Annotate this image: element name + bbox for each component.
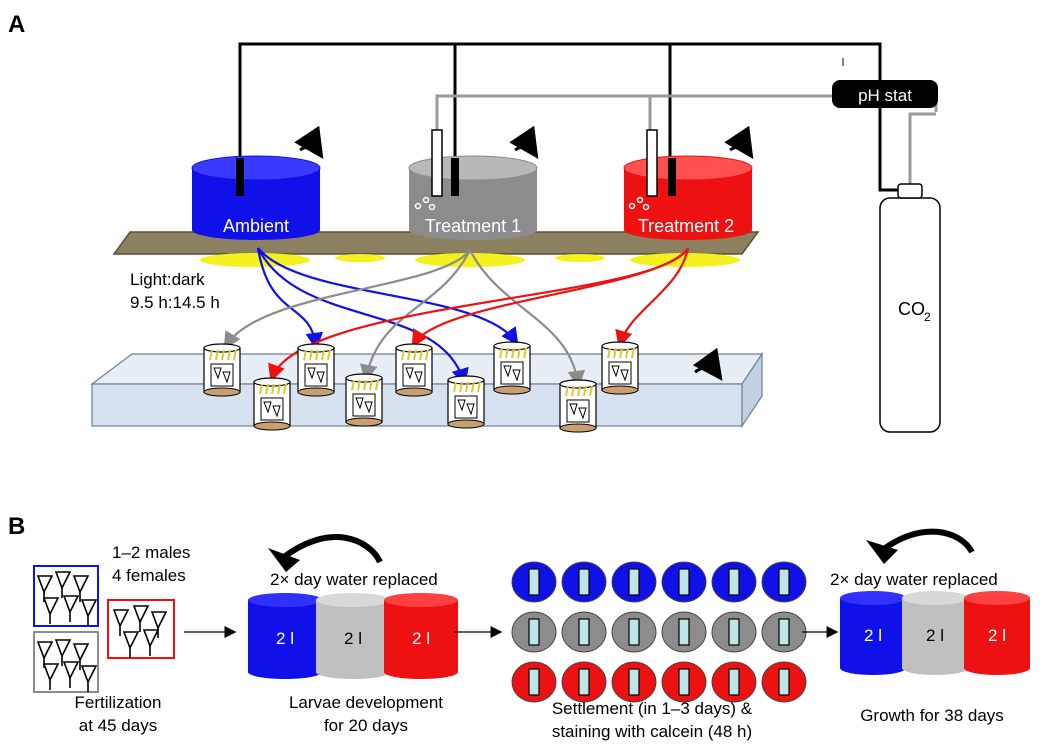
urchin-icon [112,609,130,628]
urchin-icon [36,575,54,594]
settlement-dish [661,561,707,603]
settlement-dish [611,661,657,703]
aquarium-tank: 2 l [902,591,968,675]
aquarium-tank: 2 l [964,591,1030,675]
urchin-icon [72,575,90,594]
settlement-dish [711,611,757,653]
culture-beaker [253,377,291,431]
ph-stat-wiring [238,42,900,192]
settlement-dish [711,661,757,703]
larvae-line2: for 20 days [324,716,408,735]
fertilization-line2: at 45 days [79,716,157,735]
urchin-icon [132,605,150,624]
settlement-dish [511,561,557,603]
settlement-line2: staining with calcein (48 h) [552,722,752,741]
urchin-icon [72,643,90,662]
light-glow [200,253,740,267]
co2-subscript: 2 [924,310,931,324]
water-replaced-label-1: 2× day water replaced [270,570,438,589]
water-replace-arrow-2 [878,528,975,555]
settlement-dish [511,611,557,653]
tank-volume-label: 2 l [344,629,362,648]
light-dark-label: Light:dark [130,270,205,289]
light-dark-hours: 9.5 h:14.5 h [130,293,220,312]
settlement-dish [761,661,807,703]
co2-label: CO [898,299,925,319]
ph-stat-label: pH stat [858,86,912,105]
urchin-icon [122,631,140,650]
settlement-line1: Settlement (in 1–3 days) & [552,699,753,718]
settlement-dish [711,561,757,603]
settlement-dish [561,611,607,653]
urchin-icon [54,571,72,590]
culture-beaker [493,341,531,395]
tank-treatment-2-label: Treatment 2 [638,216,734,236]
urchin-icon [80,599,98,618]
tank-volume-label: 2 l [412,629,430,648]
tank-volume-label: 2 l [926,626,944,645]
aquarium-tank: 2 l [248,593,322,679]
culture-beaker [203,343,241,397]
urchin-icon [62,595,80,614]
tank-treatment-1: Treatment 1 [408,125,539,240]
water-replace-arrow-1 [278,534,383,564]
panel-a-label: A [8,11,25,38]
settlement-dish [511,661,557,703]
urchin-icon [54,639,72,658]
culture-beaker [559,379,597,433]
settlement-dish [761,611,807,653]
culture-beaker [395,343,433,397]
urchin-icon [42,663,60,682]
larvae-tanks: 2 l 2 l 2 l [248,593,458,679]
settlement-dish [761,561,807,603]
larvae-line1: Larvae development [289,693,443,712]
beaker-array [203,341,639,433]
settlement-dish [661,611,707,653]
tank-ambient-label: Ambient [223,216,289,236]
tank-volume-label: 2 l [864,626,882,645]
co2-cylinder: CO 2 [879,183,941,433]
aquarium-tank: 2 l [840,591,906,675]
ph-stat-box [832,80,938,108]
tank-volume-label: 2 l [988,626,1006,645]
settlement-dish [561,661,607,703]
tank-treatment-2: Treatment 2 [623,125,754,240]
males-label: 1–2 males [112,543,190,562]
growth-label: Growth for 38 days [860,706,1004,725]
settlement-dish [561,561,607,603]
tank-ambient: Ambient [191,125,324,240]
culture-beaker [601,341,639,395]
females-label: 4 females [112,566,186,585]
urchin-icon [142,629,160,648]
settlement-dish [611,611,657,653]
water-replaced-label-2: 2× day water replaced [830,570,998,589]
panel-b-label: B [8,513,25,540]
urchin-icon [62,661,80,680]
urchin-icon [150,611,168,630]
culture-beaker [447,375,485,429]
urchin-icon [80,665,98,684]
settlement-dish [611,561,657,603]
aquarium-tank: 2 l [384,593,458,679]
tank-volume-label: 2 l [276,629,294,648]
fertilization-line1: Fertilization [75,693,162,712]
urchin-icon [42,597,60,616]
growth-tanks: 2 l 2 l 2 l [840,591,1030,675]
culture-beaker [345,373,383,427]
tank-treatment-1-label: Treatment 1 [425,216,521,236]
culture-beaker [297,343,335,397]
settlement-grid [511,561,807,703]
settlement-dish [661,661,707,703]
aquarium-tank: 2 l [316,593,390,679]
broodstock-boxes [33,565,175,693]
urchin-icon [36,641,54,660]
